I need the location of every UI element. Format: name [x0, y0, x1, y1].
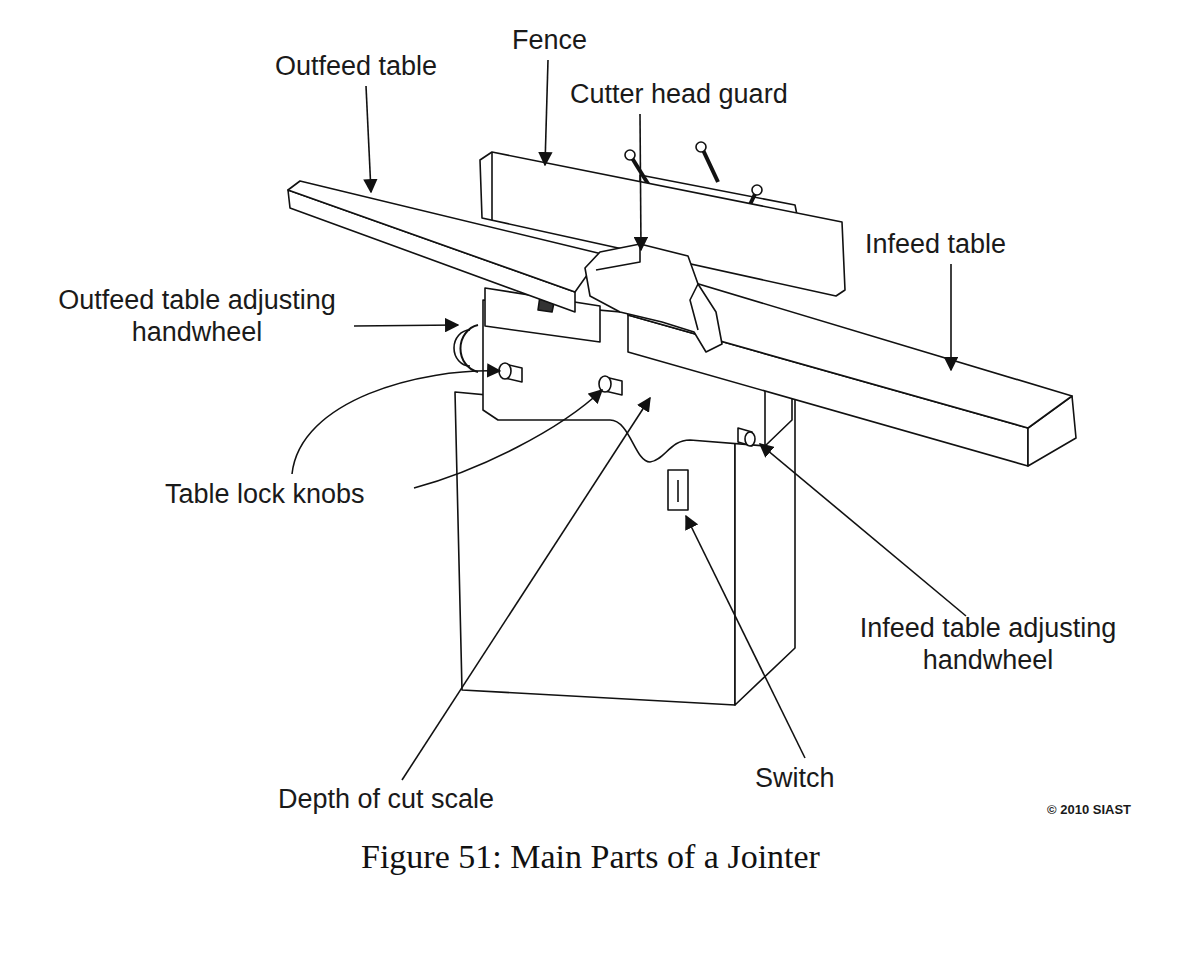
part-label: Infeed table	[865, 228, 1006, 260]
guard-edge	[690, 284, 698, 330]
part-label: Infeed table adjusting handwheel	[833, 612, 1143, 677]
infeed-knob-end	[745, 432, 755, 446]
outfeed-table-top	[288, 181, 602, 292]
leader-line	[402, 398, 650, 780]
cutter-head-guard	[585, 244, 722, 352]
part-label: Depth of cut scale	[278, 783, 494, 815]
leader-line	[354, 325, 458, 326]
leader-line	[292, 371, 500, 474]
handle-ball	[625, 150, 635, 160]
figure-caption: Figure 51: Main Parts of a Jointer	[361, 838, 820, 876]
handle-ball	[752, 185, 762, 195]
handwheel-rim	[454, 330, 470, 366]
leader-line	[640, 114, 641, 250]
fence-edge	[491, 152, 493, 220]
leader-line	[414, 390, 602, 488]
switch-toggle	[677, 480, 679, 502]
part-label: Outfeed table adjusting handwheel	[42, 284, 352, 349]
leader-line	[950, 264, 952, 370]
part-label: Fence	[512, 24, 587, 56]
fence-handle	[703, 150, 718, 182]
leader-line	[366, 86, 371, 192]
guard-edge	[596, 244, 640, 270]
lock-knob-end	[499, 363, 511, 379]
leader-line	[686, 516, 805, 758]
copyright-note: © 2010 SIAST	[1047, 802, 1131, 818]
part-label: Switch	[755, 762, 835, 794]
switch-box	[668, 470, 688, 510]
leader-line	[760, 444, 966, 616]
part-label: Cutter head guard	[570, 78, 788, 110]
part-label: Outfeed table	[275, 50, 437, 82]
handle-ball	[696, 142, 706, 152]
leader-line	[545, 60, 548, 165]
part-label: Table lock knobs	[165, 478, 365, 510]
lock-knob-end	[599, 376, 611, 392]
